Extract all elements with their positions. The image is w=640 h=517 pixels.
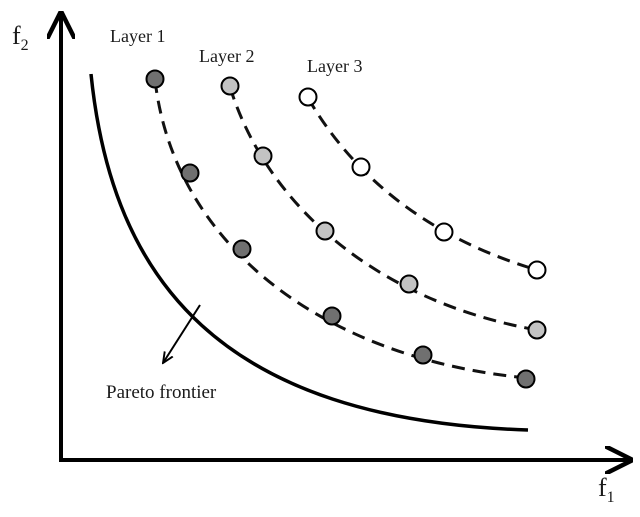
layer-1-point-6 (516, 369, 536, 389)
layer-3-point-1 (298, 87, 318, 107)
layer-points (145, 69, 547, 389)
y-axis-symbol: f (12, 21, 21, 50)
pareto-frontier-curve (89, 73, 529, 432)
x-axis-subscript: 1 (607, 489, 615, 506)
frontier-label: Pareto frontier (106, 382, 217, 403)
layer-2-point-2 (253, 146, 273, 166)
layer-3-point-4 (527, 260, 547, 280)
layer-3-label: Layer 3 (307, 56, 362, 76)
layer-3-point-3 (434, 222, 454, 242)
layer-3-curve (306, 97, 538, 272)
layer-2-point-5 (527, 320, 547, 340)
x-axis-label: f1 (598, 473, 615, 506)
layer-1-point-3 (232, 239, 252, 259)
layer-1-label: Layer 1 (110, 26, 165, 46)
layer-1-point-1 (145, 69, 165, 89)
y-axis-subscript: 2 (21, 37, 29, 54)
x-axis-symbol: f (598, 473, 607, 502)
layer-2-point-1 (220, 76, 240, 96)
layer-2-label: Layer 2 (199, 46, 254, 66)
layer-3-point-2 (351, 157, 371, 177)
layer-2-curve (228, 86, 538, 332)
y-axis-label: f2 (12, 21, 29, 54)
layer-1-point-4 (322, 306, 342, 326)
layer-2-point-4 (399, 274, 419, 294)
layer-2-point-3 (315, 221, 335, 241)
layer-1-curve (153, 79, 529, 380)
axes (59, 14, 630, 460)
layer-1-point-5 (413, 345, 433, 365)
frontier-pointer-arrow (163, 304, 201, 363)
layer-curves (153, 79, 538, 380)
layer-1-point-2 (180, 163, 200, 183)
